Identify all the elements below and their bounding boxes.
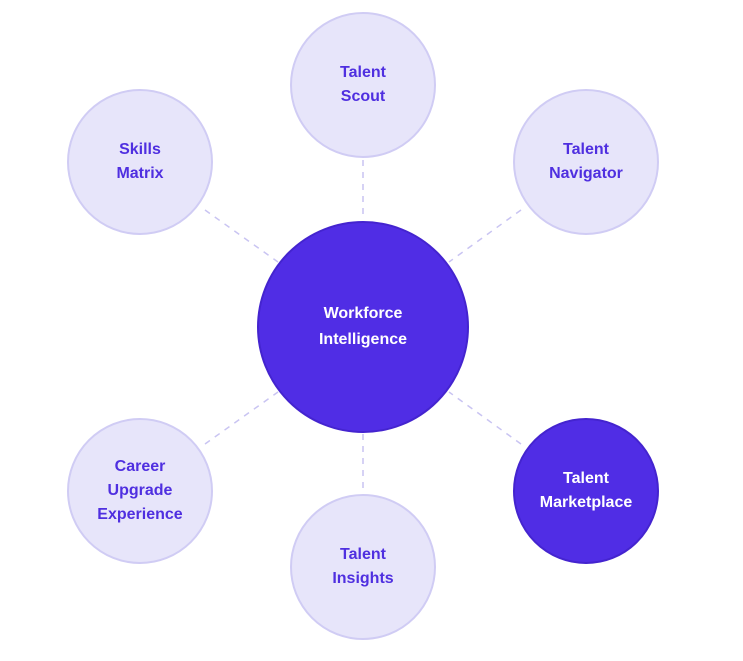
node-workforce-intelligence[interactable]: Workforce Intelligence <box>257 221 469 433</box>
node-talent-insights[interactable]: Talent Insights <box>290 494 436 640</box>
node-talent-scout[interactable]: Talent Scout <box>290 12 436 158</box>
node-skills-matrix[interactable]: Skills Matrix <box>67 89 213 235</box>
connector-talent-marketplace <box>448 391 522 445</box>
node-label-skills-matrix: Skills Matrix <box>116 141 164 182</box>
node-label-career-upgrade-experience: Career Upgrade Experience <box>97 458 183 523</box>
node-label-talent-navigator: Talent Navigator <box>549 141 623 182</box>
node-label-talent-scout: Talent Scout <box>340 64 386 105</box>
node-talent-navigator[interactable]: Talent Navigator <box>513 89 659 235</box>
node-label-talent-marketplace: Talent Marketplace <box>539 470 633 511</box>
connector-talent-navigator <box>448 209 522 263</box>
connector-career-upgrade-experience <box>204 391 279 445</box>
node-career-upgrade-experience[interactable]: Career Upgrade Experience <box>67 418 213 564</box>
node-label-talent-insights: Talent Insights <box>332 546 394 587</box>
connector-skills-matrix <box>204 209 279 263</box>
node-talent-marketplace[interactable]: Talent Marketplace <box>513 418 659 564</box>
center-node-label: Workforce Intelligence <box>318 305 408 348</box>
